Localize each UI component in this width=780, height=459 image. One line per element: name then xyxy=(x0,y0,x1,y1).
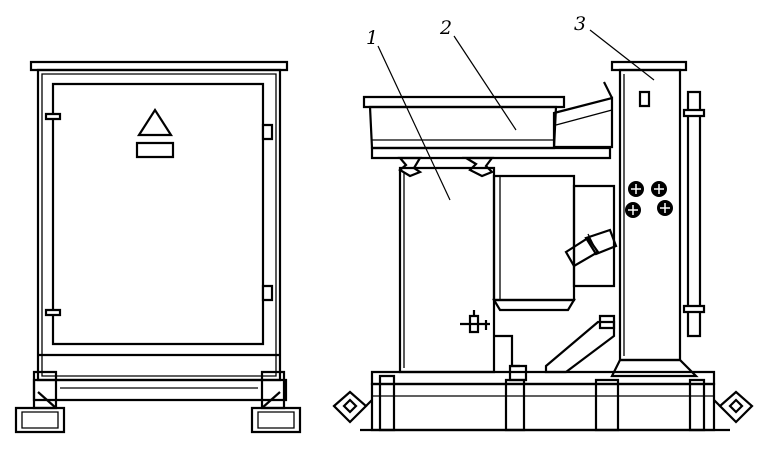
internal-brace xyxy=(494,316,614,380)
svg-text:3: 3 xyxy=(574,13,586,35)
winding-block xyxy=(494,176,614,310)
top-cover xyxy=(364,82,612,158)
svg-text:2: 2 xyxy=(439,17,452,39)
side-bushing xyxy=(566,230,616,266)
warning-triangle-icon xyxy=(137,110,173,157)
front-door xyxy=(53,84,263,344)
core-clamp-lugs xyxy=(400,158,492,176)
callout-2: 2 xyxy=(439,17,516,130)
front-roof xyxy=(31,62,287,70)
front-cabinet-inner xyxy=(42,74,276,376)
callout-3: 3 xyxy=(574,13,654,80)
callout-1: 1 xyxy=(366,27,450,200)
door-hinge-lower xyxy=(46,310,60,315)
door-hinge-upper xyxy=(46,114,60,119)
svg-text:1: 1 xyxy=(366,27,378,49)
door-latch-upper xyxy=(263,125,272,139)
tow-lug-right xyxy=(714,392,752,422)
terminal-post xyxy=(612,62,704,376)
base-skid xyxy=(360,372,730,430)
core-column xyxy=(400,168,494,372)
drain-valve xyxy=(460,310,490,332)
front-foot-right xyxy=(252,372,300,432)
front-base-frame xyxy=(34,380,286,400)
door-latch-lower xyxy=(263,286,272,300)
tow-lug-left xyxy=(334,392,372,422)
side-view xyxy=(334,62,752,430)
front-foot-left xyxy=(16,372,64,432)
front-view xyxy=(16,62,300,432)
